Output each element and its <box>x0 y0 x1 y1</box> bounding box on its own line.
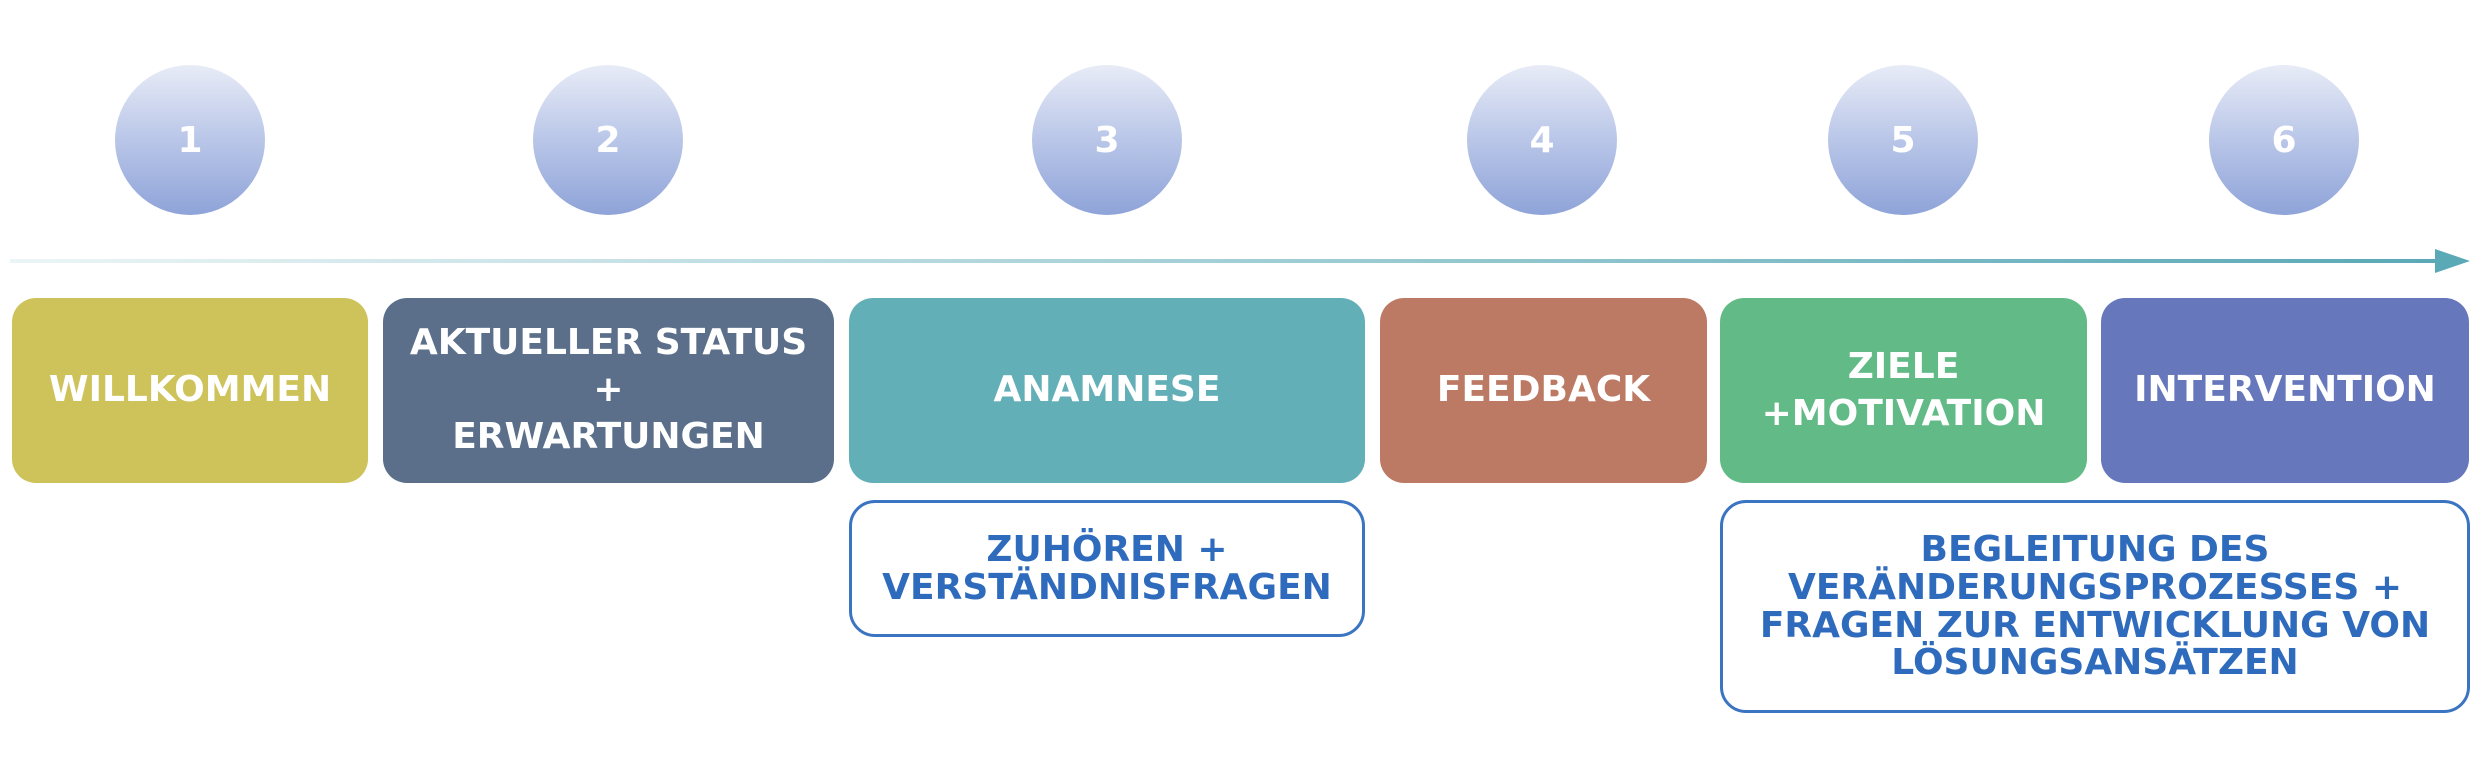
note-intervention: BEGLEITUNG DES VERÄNDERUNGSPROZESSES + F… <box>1720 500 2470 713</box>
phase-label-line3: ERWARTUNGEN <box>452 415 765 457</box>
phase-ziele-motivation: ZIELE +MOTIVATION <box>1720 298 2087 483</box>
step-circle-4: 4 <box>1467 65 1617 215</box>
arrowhead-icon <box>2435 249 2470 273</box>
step-number: 1 <box>177 119 203 161</box>
note-line1: BEGLEITUNG DES <box>1920 528 2270 570</box>
phase-label-line1: AKTUELLER STATUS <box>409 322 808 364</box>
note-line3: FRAGEN ZUR ENTWICKLUNG VON <box>1759 604 2431 646</box>
note-line2: VERSTÄNDNISFRAGEN <box>882 566 1332 608</box>
step-circle-5: 5 <box>1828 65 1978 215</box>
timeline-arrow <box>10 249 2470 273</box>
step-circle-6: 6 <box>2209 65 2359 215</box>
step-number: 3 <box>1094 119 1120 161</box>
step-number: 4 <box>1529 119 1555 161</box>
phase-label: INTERVENTION <box>2134 369 2436 411</box>
note-line1: ZUHÖREN + <box>986 528 1228 570</box>
note-line2: VERÄNDERUNGSPROZESSES + <box>1787 566 2403 608</box>
phase-aktueller-status: AKTUELLER STATUS + ERWARTUNGEN <box>383 298 834 483</box>
step-number: 2 <box>595 119 621 161</box>
timeline-line <box>10 259 2435 263</box>
step-circle-2: 2 <box>533 65 683 215</box>
note-line4: LÖSUNGSANSÄTZEN <box>1891 642 2299 684</box>
note-anamnese: ZUHÖREN + VERSTÄNDNISFRAGEN <box>849 500 1365 637</box>
step-number: 6 <box>2271 119 2297 161</box>
phase-label: WILLKOMMEN <box>48 369 332 411</box>
phase-label: ANAMNESE <box>993 369 1221 411</box>
phase-label-line2: + <box>593 369 624 411</box>
phase-label-line1: ZIELE <box>1847 345 1960 387</box>
phase-label: FEEDBACK <box>1436 369 1651 411</box>
phase-label-line2: +MOTIVATION <box>1761 392 2046 434</box>
step-circle-3: 3 <box>1032 65 1182 215</box>
phase-feedback: FEEDBACK <box>1380 298 1707 483</box>
phase-anamnese: ANAMNESE <box>849 298 1365 483</box>
step-number: 5 <box>1890 119 1916 161</box>
step-circle-1: 1 <box>115 65 265 215</box>
phase-intervention: INTERVENTION <box>2101 298 2469 483</box>
phase-willkommen: WILLKOMMEN <box>12 298 368 483</box>
